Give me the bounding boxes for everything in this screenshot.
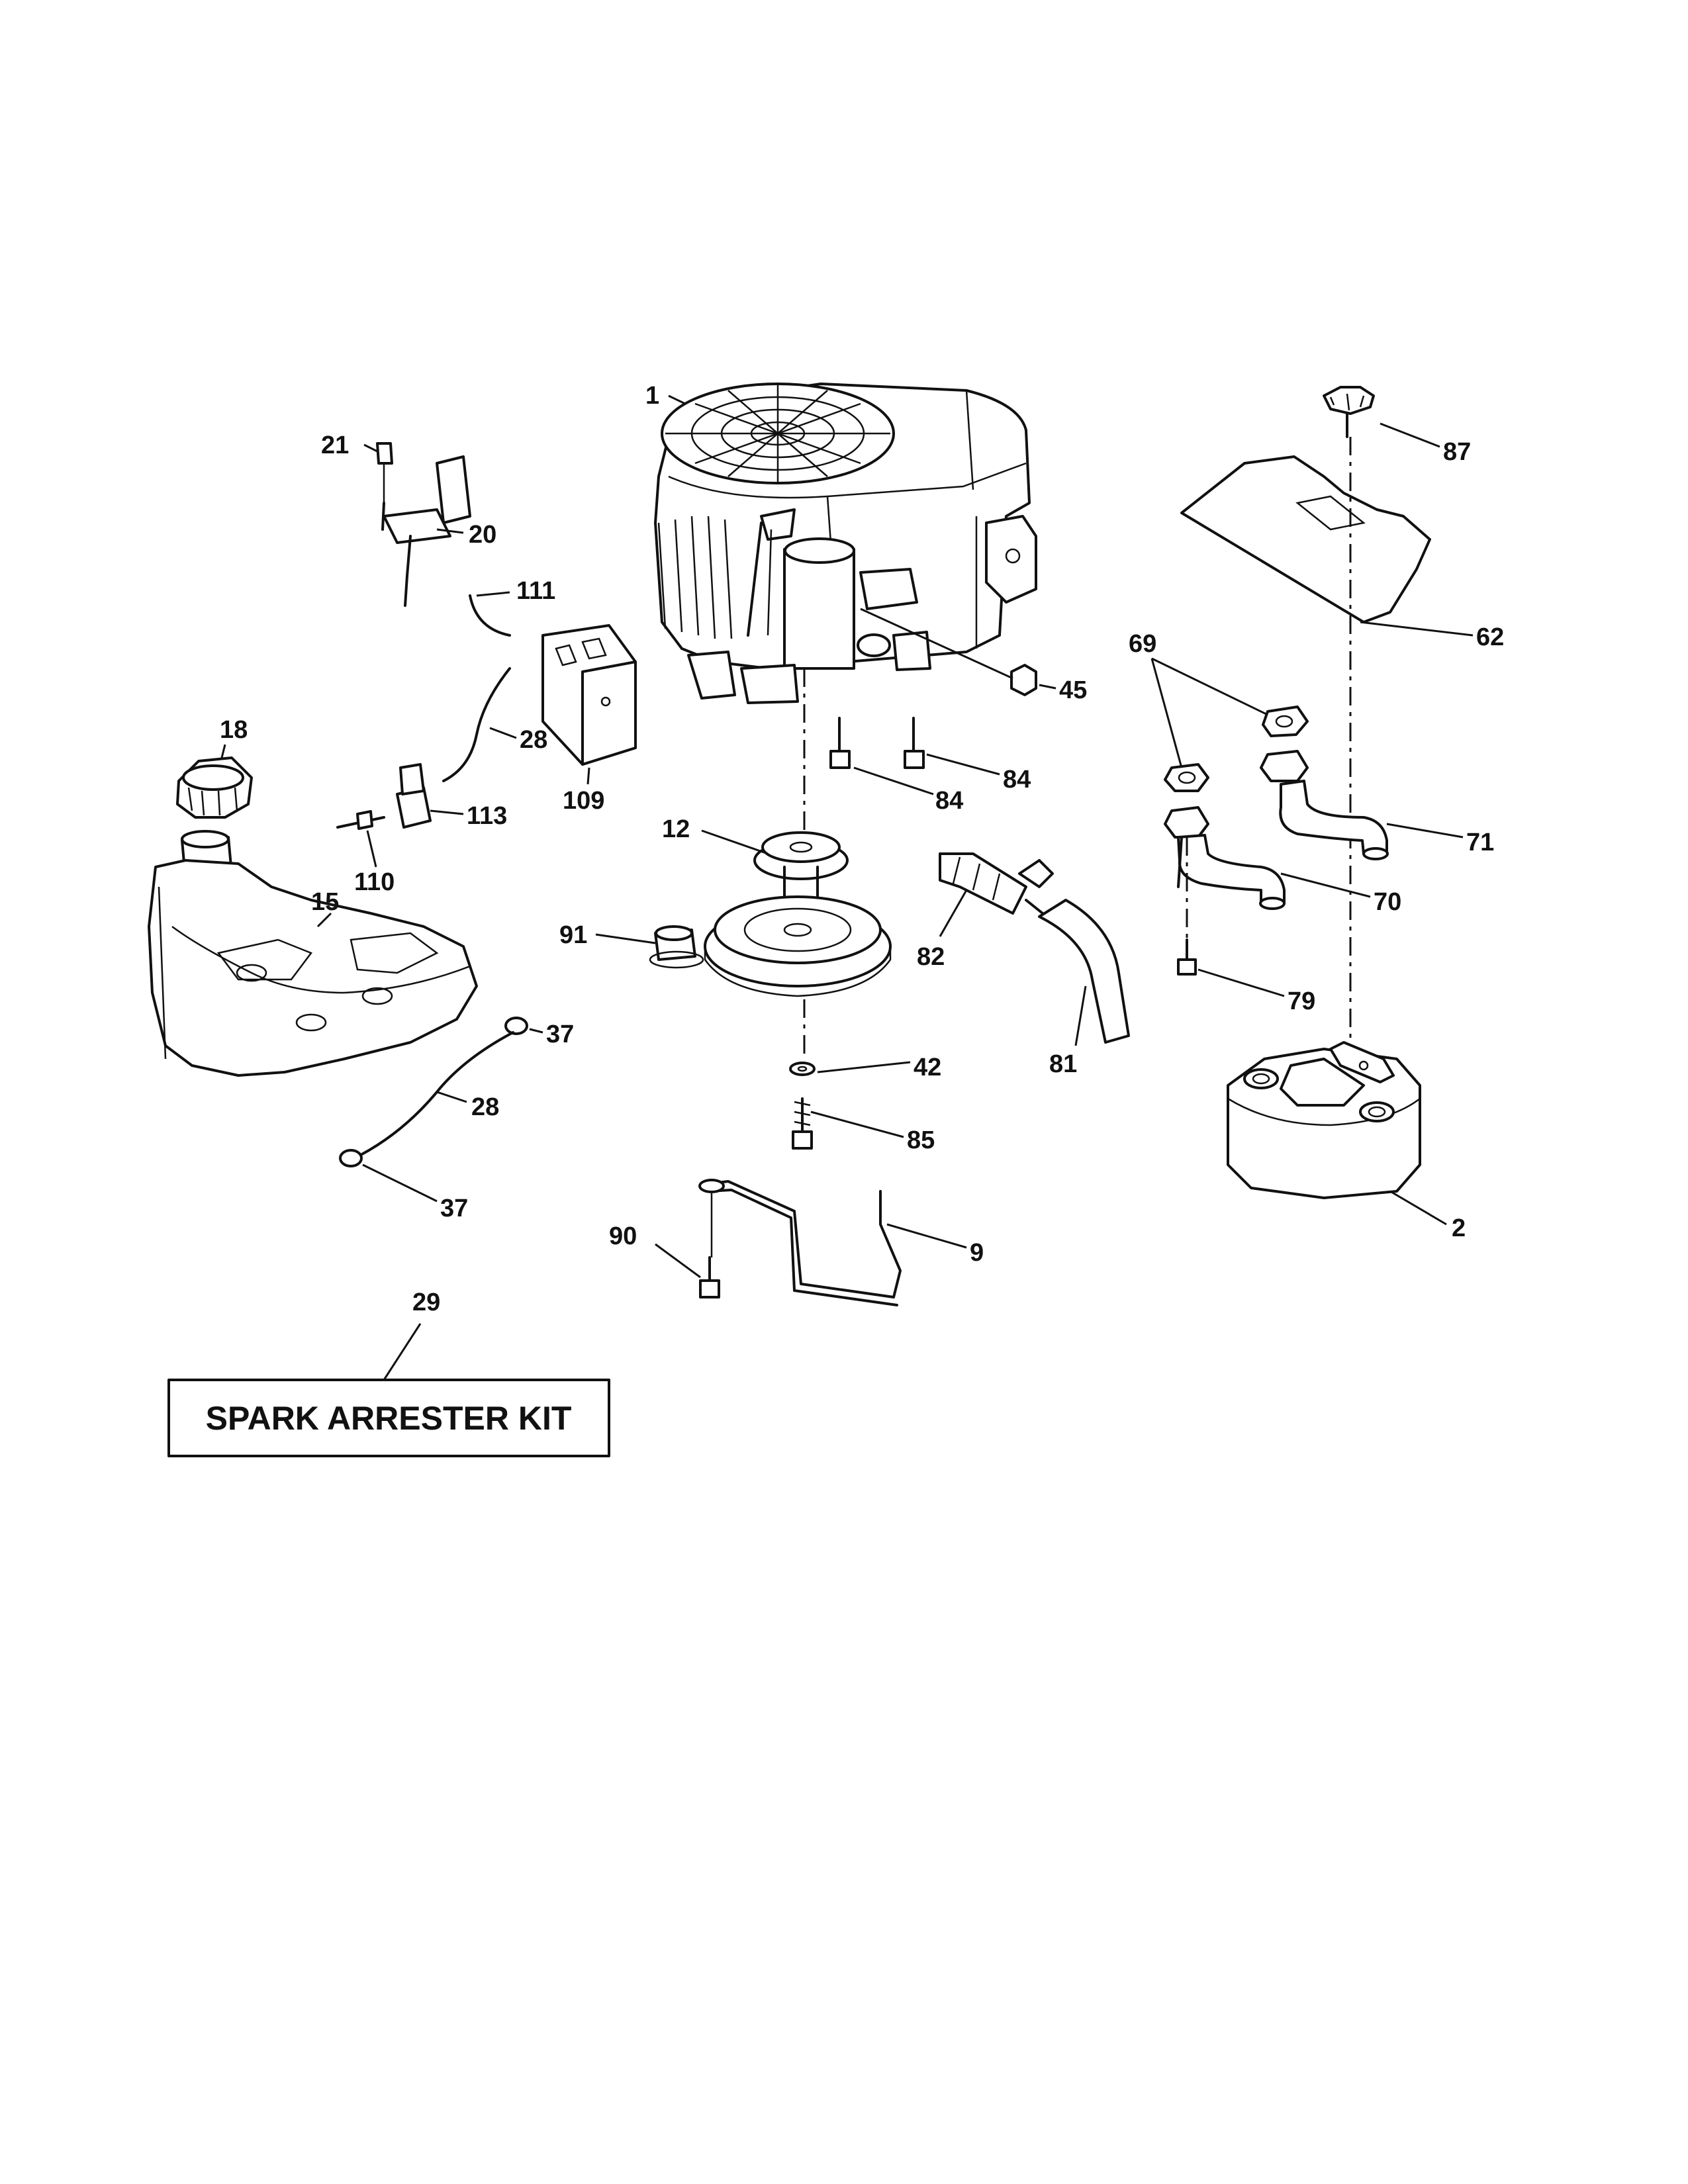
callout-79: 79 [1288, 987, 1315, 1015]
part-62-heat-shield: 62 [1180, 455, 1504, 651]
callout-42: 42 [914, 1054, 941, 1081]
spark-arrester-kit-label: SPARK ARRESTER KIT [206, 1400, 572, 1437]
callout-28b: 28 [471, 1093, 499, 1121]
callout-113: 113 [467, 802, 507, 830]
part-110-connector: 110 [336, 810, 395, 896]
callout-85: 85 [907, 1126, 935, 1154]
engine-assembly: 1 [645, 382, 1037, 704]
callout-82: 82 [917, 943, 945, 971]
part-87-knob: 87 [1323, 386, 1471, 466]
callout-91: 91 [559, 921, 587, 949]
part-82-connector: 82 [917, 852, 1054, 971]
callout-12: 12 [662, 815, 690, 843]
spark-arrester-kit: 29 SPARK ARRESTER KIT [167, 1289, 610, 1457]
callout-62: 62 [1476, 623, 1504, 651]
callout-69: 69 [1129, 630, 1156, 658]
callout-37a: 37 [546, 1021, 574, 1048]
part-71-pipe: 71 [1260, 750, 1494, 860]
callout-21: 21 [321, 432, 349, 459]
part-70-pipe: 70 [1164, 806, 1401, 916]
callout-28a: 28 [520, 726, 547, 754]
callout-110: 110 [354, 868, 395, 896]
part-113-fitting: 113 [396, 763, 507, 830]
fuel-tank-assembly: 18 15 [148, 716, 478, 1077]
callout-1: 1 [645, 382, 659, 410]
callout-90: 90 [609, 1222, 637, 1250]
callout-84b: 84 [1003, 766, 1031, 794]
callout-37b: 37 [440, 1195, 468, 1222]
part-28-fuel-line-upper: 28 [442, 667, 547, 782]
part-90-bolt: 90 [609, 1191, 720, 1298]
part-37-clamps-28-line: 37 28 37 [339, 1017, 574, 1222]
callout-15: 15 [311, 888, 339, 916]
part-2-muffler: 2 [1227, 1041, 1466, 1242]
callout-2: 2 [1452, 1214, 1466, 1242]
throttle-control: 21 20 [321, 432, 496, 607]
callout-20: 20 [469, 521, 496, 549]
part-81-hose: 81 [1038, 899, 1130, 1078]
callout-18: 18 [220, 716, 248, 744]
part-69-gaskets: 69 [1129, 630, 1309, 792]
part-42-washer-85-bolt: 42 85 [789, 1054, 941, 1154]
part-45-nut: 45 [860, 608, 1087, 704]
part-91-bushing: 91 [559, 921, 704, 969]
callout-84a: 84 [935, 787, 963, 815]
callout-87: 87 [1443, 438, 1471, 466]
callout-70: 70 [1374, 888, 1401, 916]
callout-109: 109 [563, 787, 604, 815]
callout-9: 9 [970, 1239, 984, 1267]
part-12-pulley: 12 [662, 668, 892, 1059]
callout-29: 29 [412, 1289, 440, 1316]
part-84-bolts: 84 84 [829, 717, 1031, 815]
callout-71: 71 [1466, 829, 1494, 856]
part-109-filter: 109 [541, 624, 637, 815]
callout-45: 45 [1059, 676, 1087, 704]
part-111-hose: 111 [469, 577, 555, 637]
callout-81: 81 [1049, 1050, 1077, 1078]
callout-111: 111 [516, 577, 555, 605]
part-9-rod: 9 [698, 1179, 984, 1306]
part-79-bolt: 79 [1177, 837, 1315, 1015]
